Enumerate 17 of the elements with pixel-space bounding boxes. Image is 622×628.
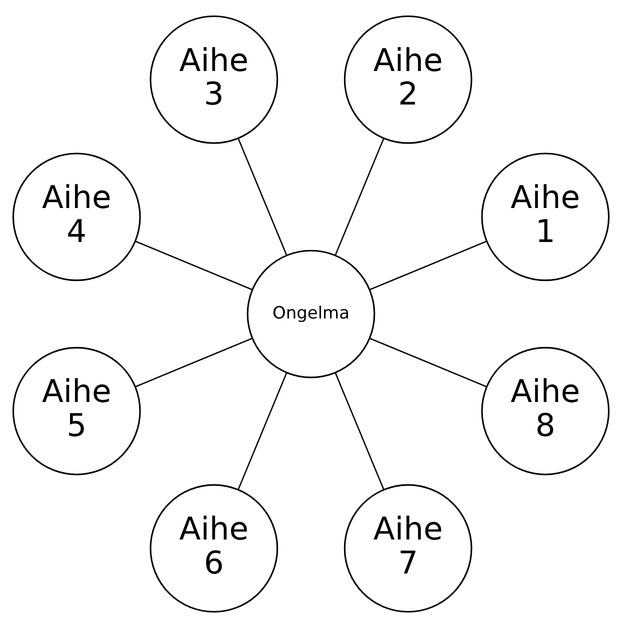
connector [238, 138, 288, 256]
connector [370, 240, 487, 290]
node-circle: Ongelma [246, 250, 376, 378]
connector [135, 240, 252, 290]
node-circle: Aihe 6 [150, 484, 278, 613]
node-circle: Aihe 1 [481, 152, 610, 282]
node-circle: Aihe 5 [12, 346, 141, 476]
connector [238, 372, 288, 490]
connector [334, 138, 384, 256]
node-circle: Aihe 3 [150, 15, 278, 144]
connector [370, 338, 487, 388]
node-circle: Aihe 2 [344, 15, 472, 144]
node-circle: Aihe 4 [12, 152, 141, 282]
connector [135, 338, 252, 388]
node-circle: Aihe 7 [344, 484, 472, 613]
node-circle: Aihe 8 [481, 346, 610, 476]
connector [334, 372, 384, 490]
